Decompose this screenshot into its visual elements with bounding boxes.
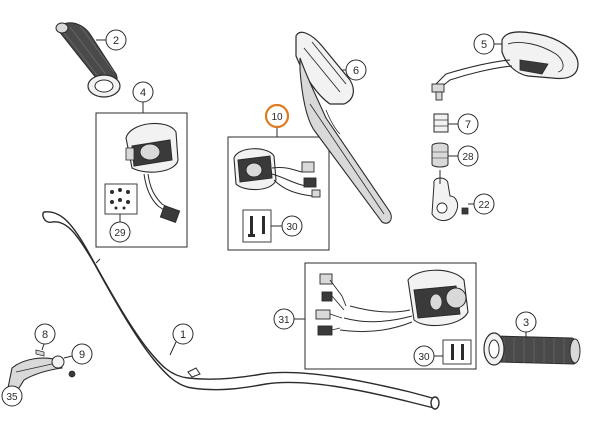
callout-22-label: 22 [478, 200, 490, 211]
handguard[interactable] [295, 31, 392, 224]
callout-35-label: 35 [6, 392, 18, 403]
callout-2[interactable]: 2 [105, 29, 127, 51]
callout-2-label: 2 [113, 35, 119, 47]
callout-5[interactable]: 5 [473, 33, 495, 55]
callout-7[interactable]: 7 [457, 113, 479, 135]
handlebar[interactable] [42, 211, 440, 410]
callout-8-label: 8 [42, 329, 48, 341]
group-box-31 [304, 262, 477, 370]
callout-4-label: 4 [140, 87, 146, 99]
callout-35[interactable]: 35 [1, 385, 23, 407]
callout-3-label: 3 [523, 317, 529, 329]
callout-28[interactable]: 28 [457, 145, 479, 167]
callout-31[interactable]: 31 [273, 308, 295, 330]
callout-4[interactable]: 4 [132, 81, 154, 103]
callout-10[interactable]: 10 [264, 103, 290, 129]
screw-kit-30-lower [442, 339, 472, 365]
callout-5-label: 5 [481, 39, 487, 51]
callout-30-upper-label: 30 [286, 222, 298, 233]
mirror-clamp-22[interactable] [431, 170, 469, 221]
callout-10-label: 10 [271, 112, 283, 123]
callout-28-label: 28 [462, 152, 474, 163]
callout-29-label: 29 [114, 228, 126, 239]
callout-1-label: 1 [180, 329, 186, 341]
callout-30-lower[interactable]: 30 [413, 345, 435, 367]
callout-30-upper[interactable]: 30 [281, 215, 303, 237]
callout-6[interactable]: 6 [345, 59, 367, 81]
group-box-4 [95, 112, 188, 248]
callout-7-label: 7 [465, 119, 471, 131]
callout-31-label: 31 [278, 315, 290, 326]
screw-kit-29 [104, 183, 138, 215]
group-box-10 [227, 136, 330, 251]
screw-kit-30-upper [242, 209, 272, 243]
mirror[interactable] [431, 31, 579, 101]
callout-6-label: 6 [353, 65, 359, 77]
callout-9-label: 9 [79, 349, 85, 361]
right-switch[interactable] [315, 269, 469, 336]
callout-9[interactable]: 9 [71, 343, 93, 365]
callout-22[interactable]: 22 [473, 193, 495, 215]
callout-3[interactable]: 3 [515, 311, 537, 333]
callout-29[interactable]: 29 [109, 221, 131, 243]
start-switch-kit[interactable] [233, 148, 321, 198]
mirror-spacer-28[interactable] [431, 142, 449, 168]
mirror-nut-7[interactable] [433, 113, 449, 133]
clutch-lever[interactable] [6, 349, 76, 398]
left-switch[interactable] [125, 122, 181, 224]
callout-8[interactable]: 8 [34, 323, 56, 345]
left-grip[interactable] [55, 22, 121, 98]
right-grip[interactable] [483, 332, 581, 366]
callout-30-lower-label: 30 [418, 352, 430, 363]
callout-1[interactable]: 1 [172, 323, 194, 345]
